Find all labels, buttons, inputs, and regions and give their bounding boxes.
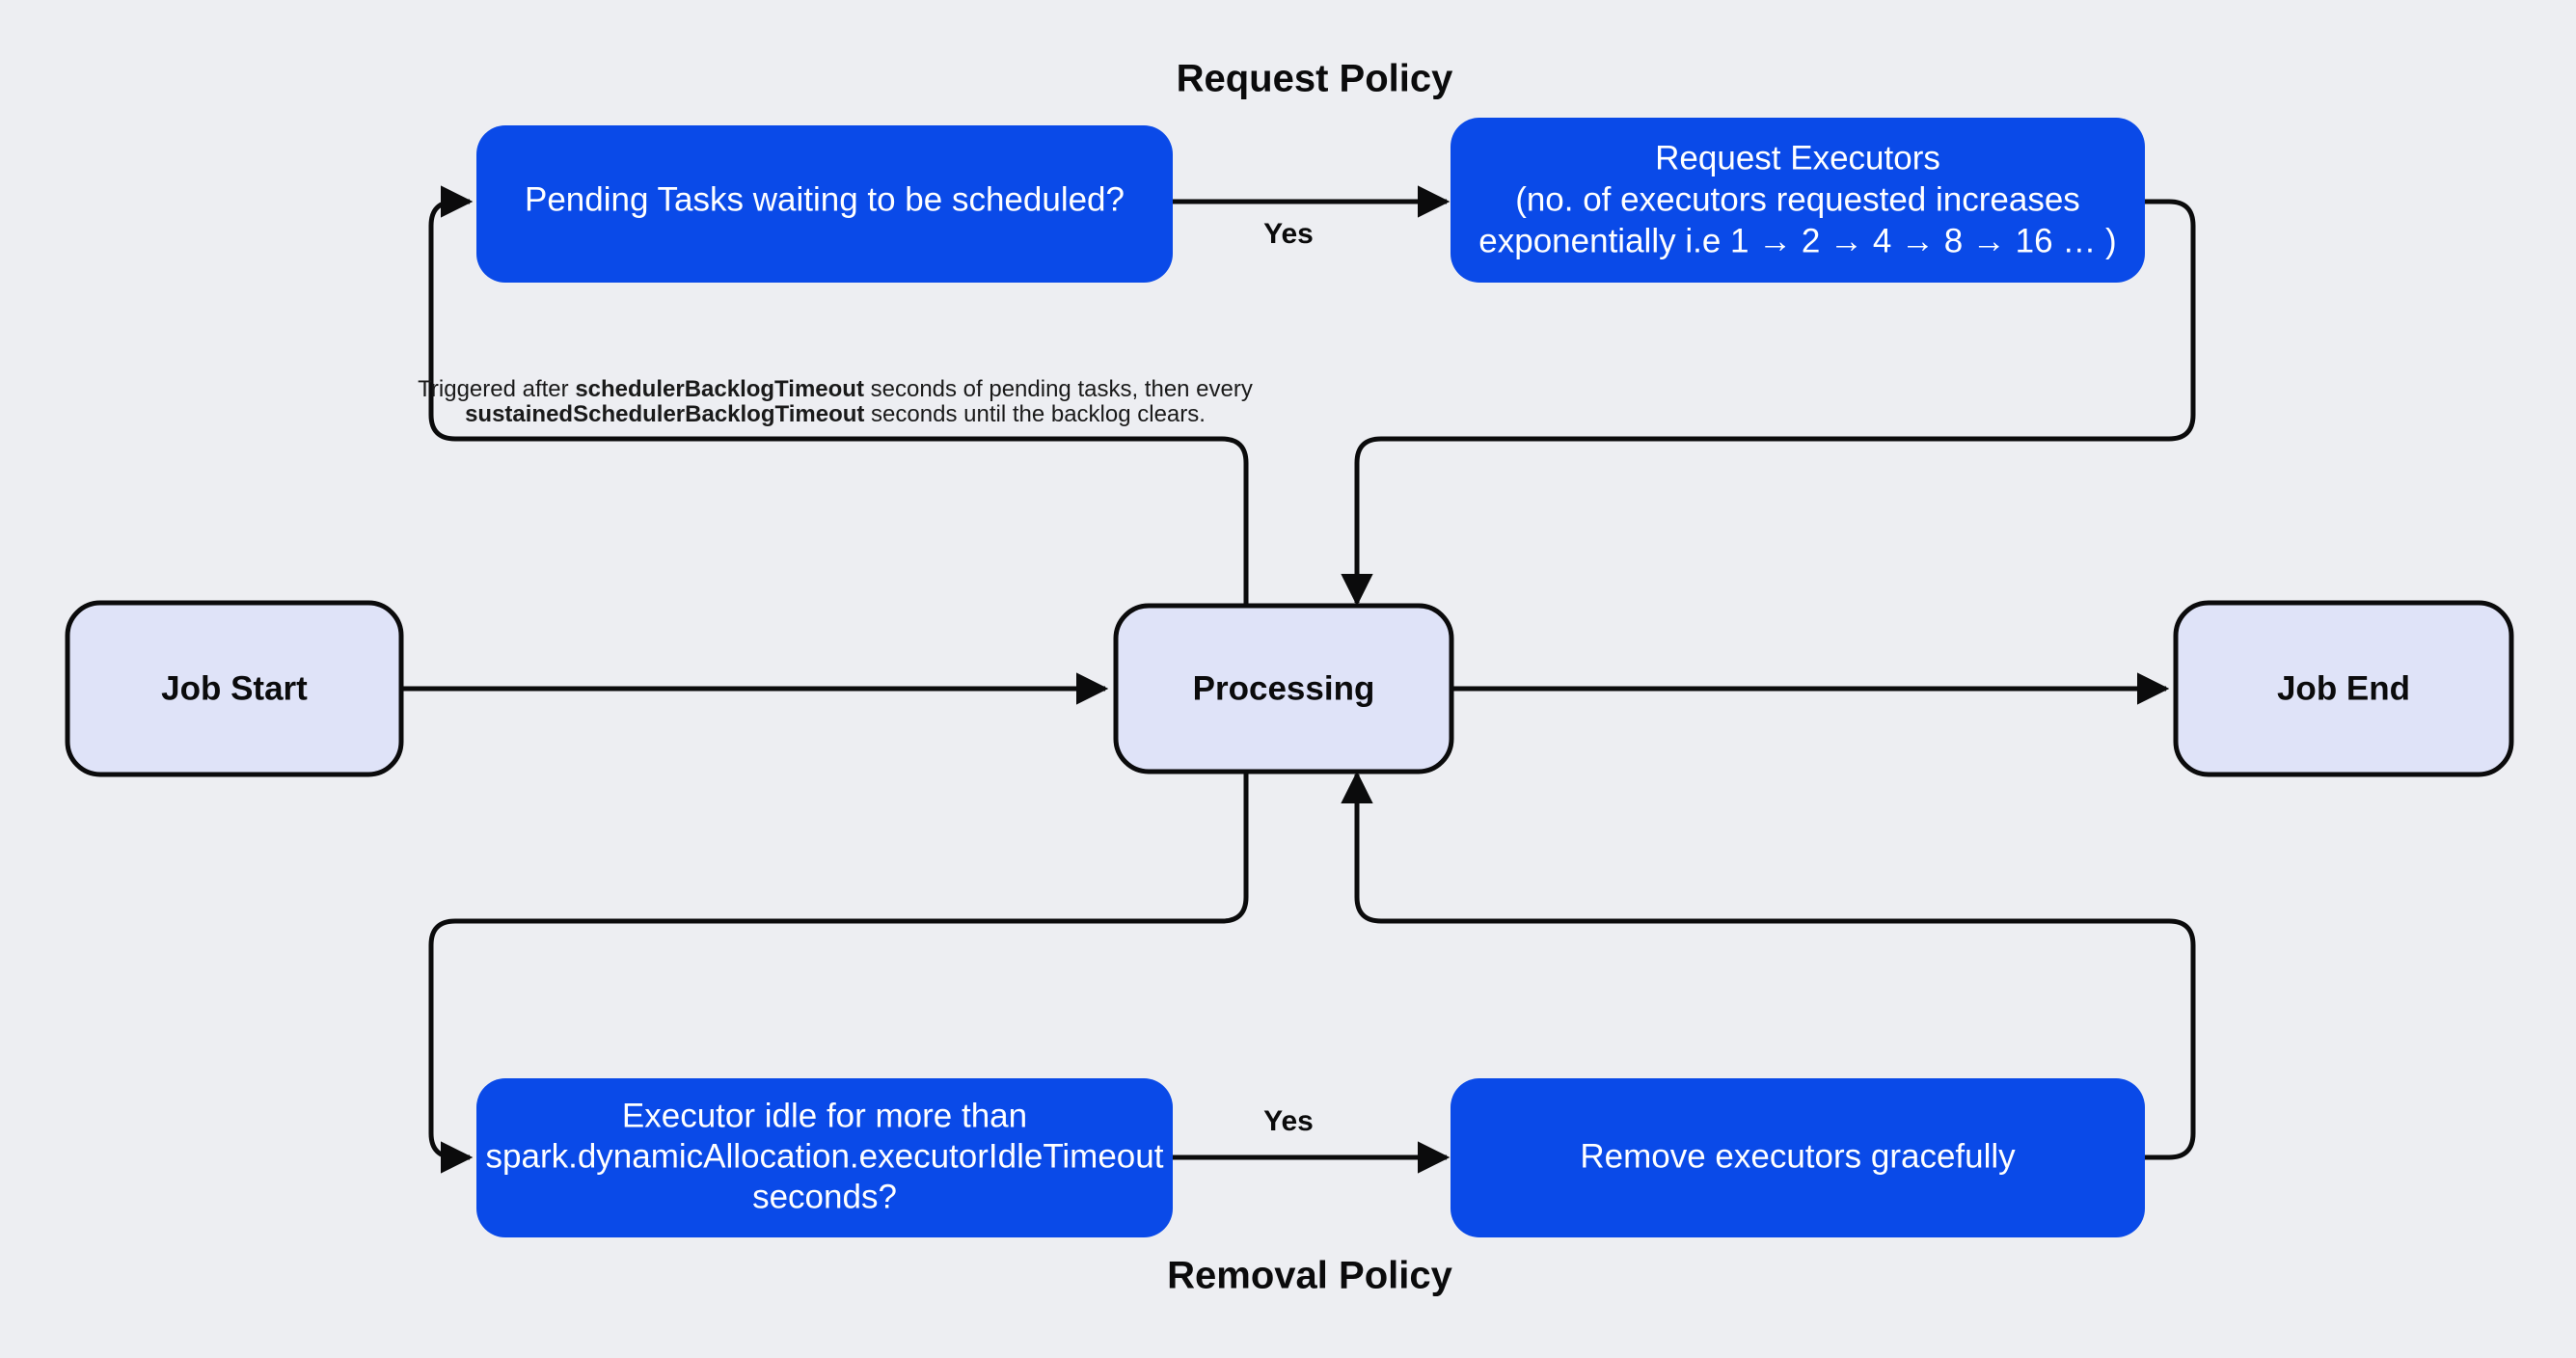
node-remove-executors-shape — [1451, 1078, 2145, 1237]
node-remove-executors-label: Remove executors gracefully — [1580, 1137, 2016, 1175]
node-request-executors-line1: Request Executors — [1655, 139, 1940, 177]
note-line-1: Triggered after schedulerBacklogTimeout … — [418, 376, 1253, 402]
edge-label-yes-removal: Yes — [1263, 1105, 1314, 1137]
node-executor-idle-line3: seconds? — [752, 1178, 897, 1215]
node-request-executors-line3: exponentially i.e 1 → 2 → 4 → 8 → 16 … ) — [1478, 222, 2116, 259]
node-processing-shape — [1113, 603, 1454, 774]
node-processing-label: Processing — [1193, 669, 1375, 707]
edge-requestexecutors-to-processing — [1341, 199, 2196, 607]
edge-label-yes-request: Yes — [1263, 218, 1314, 250]
note-line-1-suffix: seconds of pending tasks, then every — [864, 376, 1253, 402]
node-executor-idle-line1: Executor idle for more than — [622, 1097, 1027, 1134]
title-request-policy: Request Policy — [1177, 58, 1454, 100]
node-request-executors-line2: (no. of executors requested increases — [1515, 180, 2080, 218]
edge-processing-to-executoridle — [428, 768, 1249, 1174]
note-line-2-bold: sustainedSchedulerBacklogTimeout — [465, 401, 864, 427]
node-request-executors-shape — [1451, 118, 2145, 283]
note-line-1-prefix: Triggered after — [418, 376, 575, 402]
node-executor-idle-shape — [476, 1078, 1173, 1237]
node-remove-executors[interactable]: Remove executors gracefully — [1451, 1078, 2145, 1237]
node-processing[interactable]: Processing — [1113, 603, 1454, 774]
node-executor-idle-line2: spark.dynamicAllocation.executorIdleTime… — [486, 1137, 1164, 1175]
node-request-executors[interactable]: Request Executors (no. of executors requ… — [1451, 118, 2145, 283]
node-job-start[interactable]: Job Start — [65, 600, 404, 777]
node-pending-tasks-shape — [476, 125, 1173, 283]
node-job-end[interactable]: Job End — [2173, 600, 2514, 777]
node-job-start-shape — [65, 600, 404, 777]
node-pending-tasks[interactable]: Pending Tasks waiting to be scheduled? — [476, 125, 1173, 283]
node-job-end-label: Job End — [2277, 669, 2410, 707]
note-line-2: sustainedSchedulerBacklogTimeout seconds… — [465, 401, 1206, 427]
title-removal-policy: Removal Policy — [1167, 1255, 1452, 1297]
node-executor-idle[interactable]: Executor idle for more than spark.dynami… — [476, 1078, 1173, 1237]
node-job-end-shape — [2173, 600, 2514, 777]
note-line-1-bold: schedulerBacklogTimeout — [575, 376, 864, 402]
node-job-start-label: Job Start — [161, 669, 308, 707]
note-line-2-suffix: seconds until the backlog clears. — [864, 401, 1206, 427]
node-pending-tasks-label: Pending Tasks waiting to be scheduled? — [525, 180, 1125, 218]
edge-removeexecutors-to-processing — [1341, 771, 2196, 1160]
edge-processing-to-pendingtasks — [428, 185, 1249, 610]
